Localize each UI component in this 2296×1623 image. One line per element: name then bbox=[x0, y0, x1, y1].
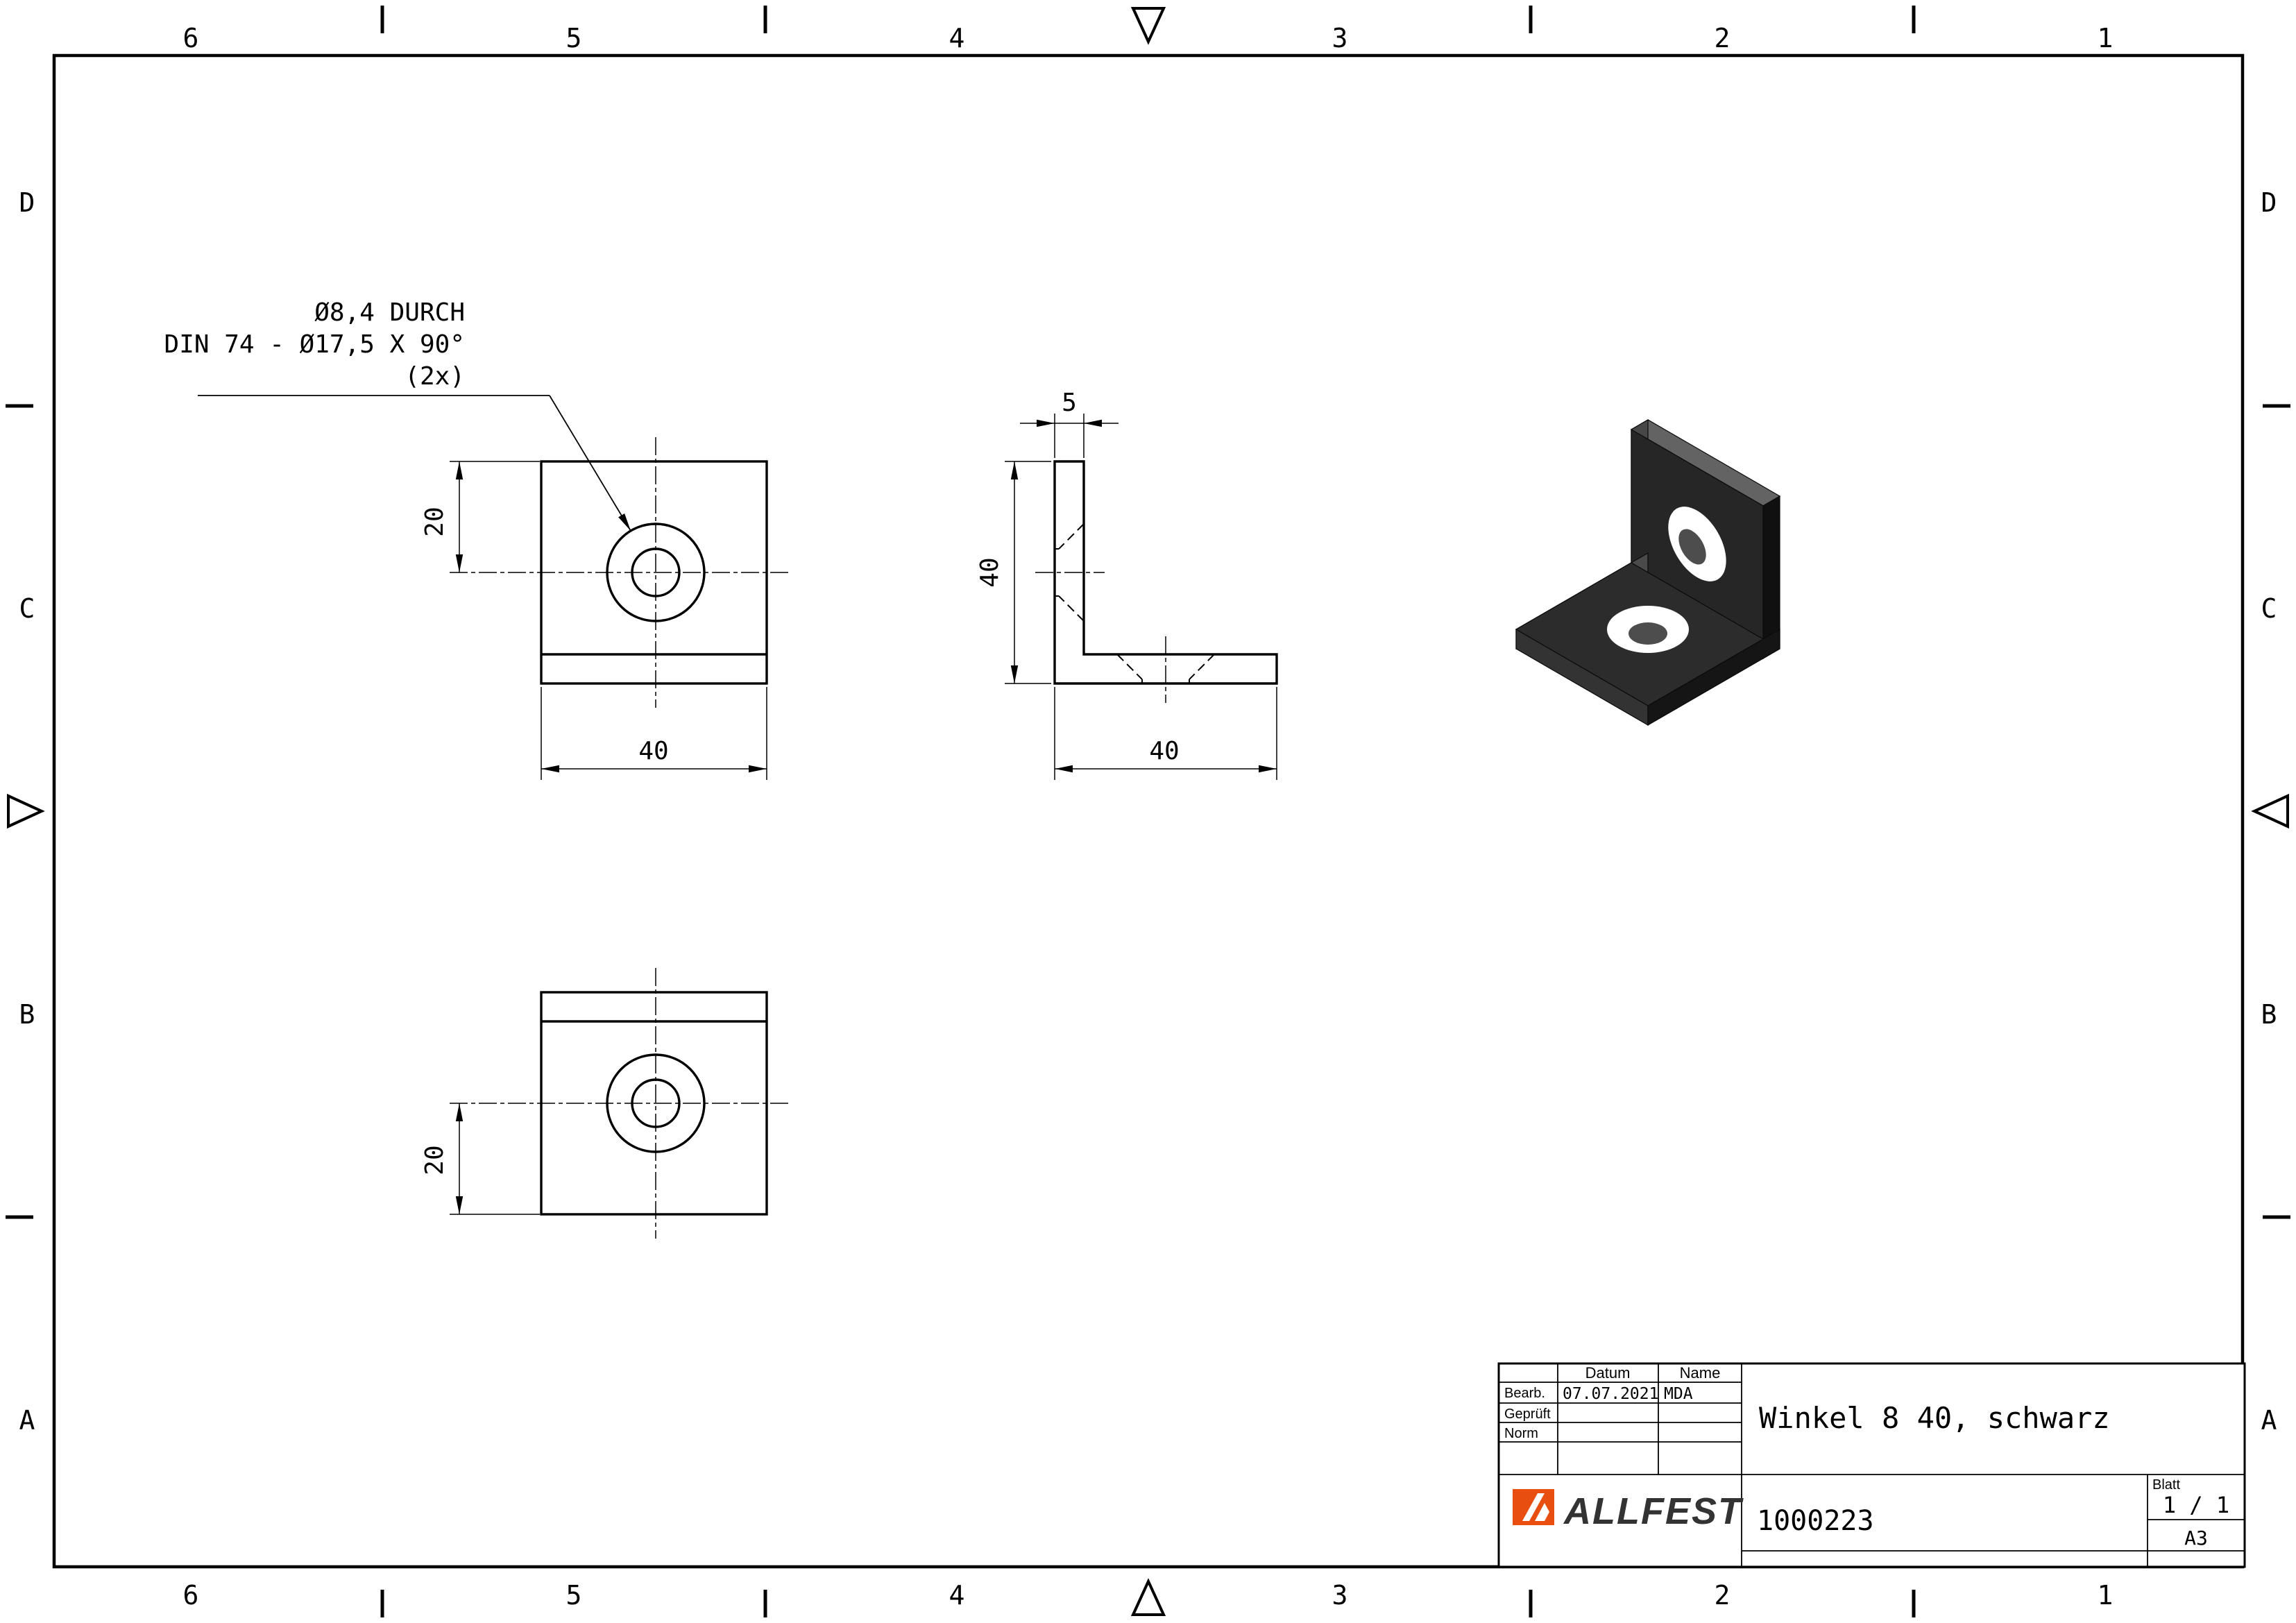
title-block: Datum Name Bearb. 07.07.2021 MDA Geprüft… bbox=[1497, 1362, 2246, 1568]
logo-mark-slash-icon bbox=[1522, 1493, 1545, 1521]
front-dim-text-20: 20 bbox=[420, 507, 449, 536]
center-mark-bottom-icon bbox=[1130, 1578, 1166, 1616]
zone-label-left-b: B bbox=[19, 999, 35, 1030]
center-mark-right-icon bbox=[2251, 793, 2289, 829]
tb-header-name: Name bbox=[1680, 1364, 1721, 1382]
zone-ticks bbox=[6, 6, 2290, 1617]
tb-row-label-bearb: Bearb. bbox=[1504, 1386, 1545, 1401]
company-logo: ALLFEST bbox=[1513, 1489, 1744, 1532]
zone-label-bottom-5: 5 bbox=[566, 1580, 582, 1611]
zone-label-bottom-2: 2 bbox=[1715, 1580, 1730, 1611]
side-outline bbox=[1053, 460, 1278, 685]
side-dim-text-5: 5 bbox=[1062, 389, 1077, 417]
logo-text: ALLFEST bbox=[1563, 1490, 1744, 1532]
zone-label-right-c: C bbox=[2261, 593, 2277, 624]
front-dim-text-40: 40 bbox=[638, 737, 668, 765]
center-mark-top-icon bbox=[1130, 7, 1166, 45]
iso-view bbox=[1515, 418, 1781, 726]
tb-header-datum: Datum bbox=[1585, 1364, 1631, 1382]
zone-label-left-a: A bbox=[19, 1405, 35, 1436]
tb-part-number: 1000223 bbox=[1757, 1505, 1874, 1537]
zone-label-top-6: 6 bbox=[183, 23, 199, 53]
logo-mark-angle-icon bbox=[1535, 1503, 1549, 1521]
zone-label-left-c: C bbox=[19, 593, 35, 624]
center-mark-left-icon bbox=[7, 793, 45, 829]
iso-plate-hole bbox=[1678, 529, 1706, 565]
callout-line-1: Ø8,4 DURCH bbox=[314, 298, 465, 327]
center-marks bbox=[7, 7, 2289, 1616]
zone-label-top-4: 4 bbox=[949, 23, 965, 53]
iso-base-right-face bbox=[1647, 628, 1780, 726]
tb-blatt-value: 1 / 1 bbox=[2163, 1492, 2229, 1518]
tb-format: A3 bbox=[2184, 1527, 2208, 1549]
zone-label-right-d: D bbox=[2261, 187, 2277, 218]
zone-label-top-3: 3 bbox=[1332, 23, 1348, 53]
tb-row-label-geprueft: Geprüft bbox=[1504, 1407, 1551, 1422]
zone-label-top-1: 1 bbox=[2098, 23, 2114, 53]
callout-line-2: DIN 74 - Ø17,5 X 90° bbox=[164, 330, 465, 359]
side-hidden-lines bbox=[1055, 523, 1215, 683]
side-hidden-cone1-a bbox=[1058, 523, 1085, 550]
side-hidden-cone2-a bbox=[1116, 654, 1143, 680]
leader-arrow-line bbox=[549, 395, 631, 532]
side-hidden-cone1-b bbox=[1058, 595, 1085, 622]
side-dim-text-40v: 40 bbox=[976, 557, 1004, 587]
tb-value-date: 07.07.2021 bbox=[1563, 1385, 1658, 1403]
iso-base-hole bbox=[1629, 622, 1667, 645]
front-view: 20 40 bbox=[420, 437, 791, 780]
side-hidden-cone2-b bbox=[1189, 654, 1215, 680]
tb-part-title: Winkel 8 40, schwarz bbox=[1759, 1401, 2110, 1435]
sheet-frame bbox=[52, 53, 2245, 1569]
tb-blatt-label: Blatt bbox=[2152, 1477, 2180, 1493]
zone-label-top-2: 2 bbox=[1715, 23, 1730, 53]
zone-label-bottom-1: 1 bbox=[2098, 1580, 2114, 1611]
side-view: 5 40 40 bbox=[976, 389, 1278, 780]
side-dim-text-40h: 40 bbox=[1149, 737, 1179, 765]
title-block-border bbox=[1497, 1362, 2246, 1568]
callout-line-3: (2x) bbox=[405, 362, 465, 391]
top-view: 20 bbox=[420, 968, 791, 1239]
zone-label-bottom-4: 4 bbox=[949, 1580, 965, 1611]
zone-label-top-5: 5 bbox=[566, 23, 582, 53]
zone-labels: 6 5 4 3 2 1 6 5 4 3 2 1 D C B A D C B A bbox=[19, 23, 2277, 1611]
tb-row-label-norm: Norm bbox=[1504, 1426, 1538, 1441]
zone-label-bottom-3: 3 bbox=[1332, 1580, 1348, 1611]
zone-label-left-d: D bbox=[19, 187, 35, 218]
zone-label-right-b: B bbox=[2261, 999, 2277, 1030]
zone-label-right-a: A bbox=[2261, 1405, 2277, 1436]
tb-value-name: MDA bbox=[1664, 1385, 1693, 1403]
title-block-grid bbox=[1499, 1363, 2245, 1567]
hole-callout: Ø8,4 DURCH DIN 74 - Ø17,5 X 90° (2x) bbox=[164, 298, 631, 532]
top-dim-text-20: 20 bbox=[420, 1145, 449, 1175]
zone-label-bottom-6: 6 bbox=[183, 1580, 199, 1611]
